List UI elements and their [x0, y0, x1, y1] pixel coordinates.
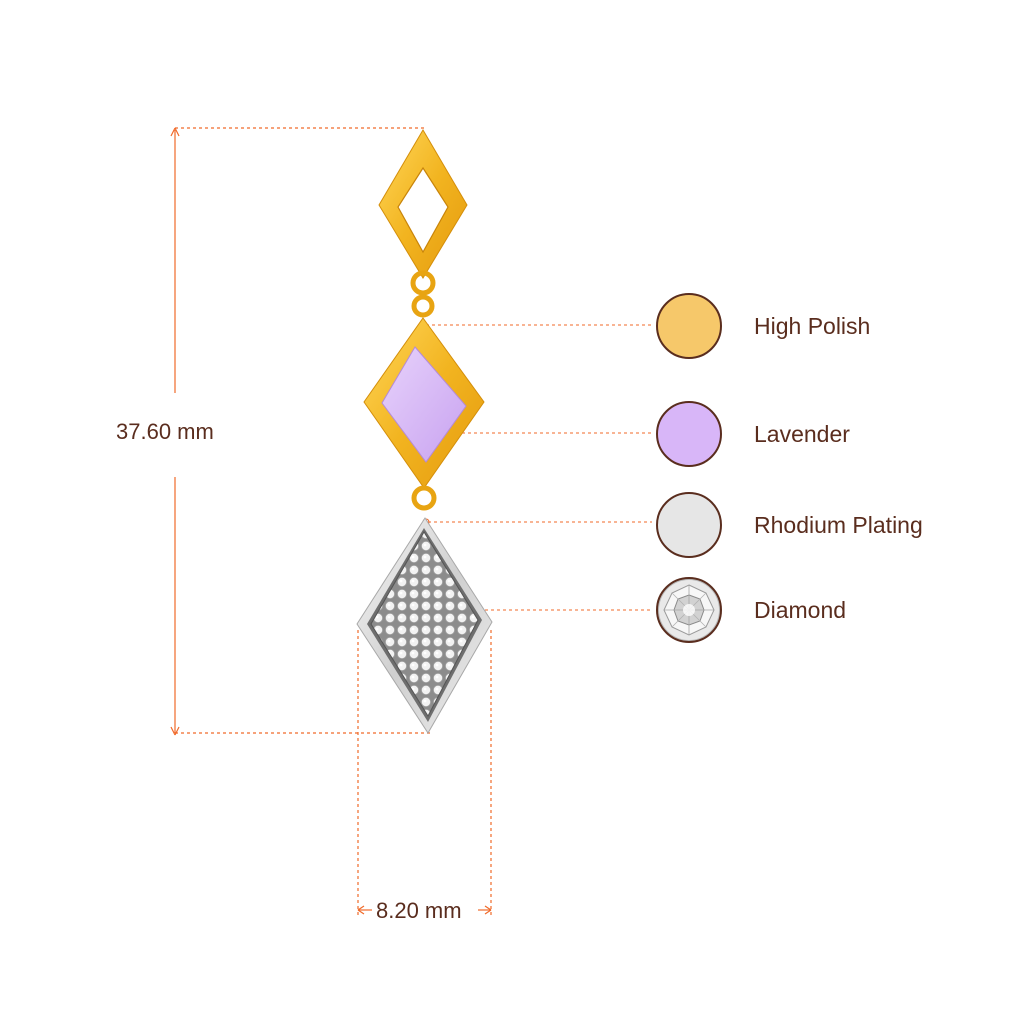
lavender-swatch — [656, 401, 722, 467]
top-gold-diamond — [378, 129, 468, 296]
diamond-swatch — [656, 577, 722, 643]
legend-label: High Polish — [754, 313, 871, 339]
height-dimension-line — [170, 127, 430, 736]
height-dimension-label: 37.60 mm — [116, 419, 214, 444]
legend-label: Diamond — [754, 597, 847, 623]
bottom-diamond-pave — [356, 517, 493, 734]
legend-leader-lines — [426, 324, 652, 611]
middle-lavender-diamond — [363, 294, 485, 511]
rhodium-plating-swatch — [656, 492, 722, 558]
legend-label: Rhodium Plating — [754, 512, 923, 538]
legend-label: Lavender — [754, 421, 850, 447]
legend-item-diamond: Diamond — [656, 577, 996, 647]
width-dimension-line — [357, 630, 492, 918]
legend-item-rhodium-plating: Rhodium Plating — [656, 492, 996, 562]
diamond-gem-icon — [659, 580, 719, 640]
legend-item-lavender: Lavender — [656, 401, 996, 471]
width-dimension-label: 8.20 mm — [376, 898, 462, 923]
high-polish-swatch — [656, 293, 722, 359]
legend-item-high-polish: High Polish — [656, 293, 996, 363]
